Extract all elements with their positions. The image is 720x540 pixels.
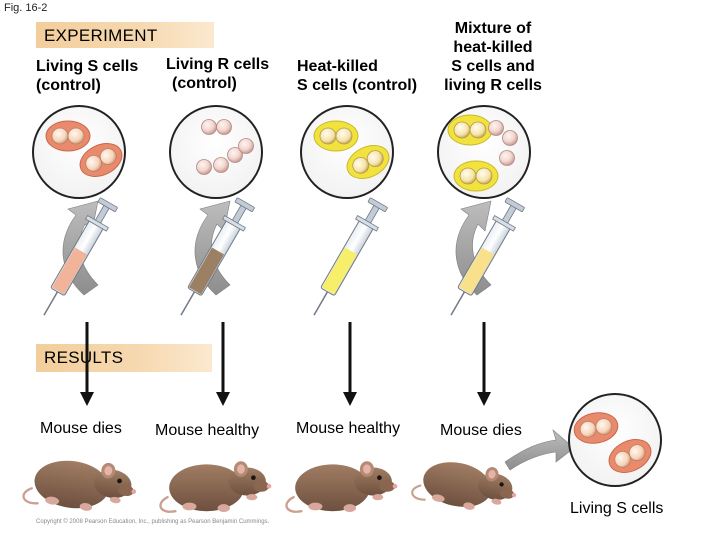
heading-line: S cells (control) — [297, 77, 418, 94]
mouse-dies-2 — [409, 450, 522, 520]
culture-dish-heat-killed — [300, 105, 395, 199]
mouse-healthy-1 — [159, 460, 273, 514]
experiment-title: EXPERIMENT — [44, 26, 158, 45]
syringe-mixture — [450, 197, 525, 316]
arrow-down-1 — [78, 320, 96, 408]
result-mixture: Mouse dies — [440, 422, 522, 439]
arrow-down-3 — [341, 320, 359, 408]
results-title: RESULTS — [44, 348, 124, 367]
recovered-cells-dish — [568, 393, 662, 487]
mouse-dies-1 — [21, 450, 141, 519]
heading-line: Mixture of — [454, 20, 532, 37]
syringe-fill — [188, 247, 225, 295]
culture-dish-living-s — [32, 105, 128, 199]
syringe-living-r — [180, 197, 255, 316]
result-heat-killed: Mouse healthy — [296, 420, 401, 437]
result-living-r: Mouse healthy — [155, 422, 260, 439]
syringe-living-s — [43, 197, 118, 316]
copyright-notice: Copyright © 2008 Pearson Education, Inc.… — [36, 519, 270, 525]
culture-dish-living-r — [169, 105, 263, 199]
syringe-fill — [321, 247, 358, 295]
results-banner: RESULTS — [36, 344, 212, 372]
column-heading-living-s: Living S cells (control) — [36, 57, 138, 95]
arrow-down-2 — [214, 320, 232, 408]
column-heading-mixture: Mixture of heat-killed S cells and livin… — [432, 19, 554, 95]
heading-line: (control) — [172, 75, 237, 92]
heading-line: heat-killed — [453, 39, 533, 56]
mouse-healthy-2 — [285, 460, 399, 514]
figure-label: Fig. 16-2 — [4, 2, 48, 14]
recovered-cells-label: Living S cells — [570, 500, 664, 517]
heading-line: living R cells — [444, 77, 542, 94]
heading-line: Heat-killed — [297, 58, 378, 75]
syringe-fill — [51, 247, 88, 295]
heading-line: Living S cells — [36, 58, 139, 75]
experiment-banner: EXPERIMENT — [36, 22, 214, 48]
heading-line: Living R cells — [166, 56, 270, 73]
recovery-arrow — [504, 429, 575, 471]
culture-dish-mixture — [437, 105, 531, 199]
heading-line: (control) — [36, 77, 101, 94]
result-living-s: Mouse dies — [40, 420, 122, 437]
syringe-heat-killed — [313, 197, 388, 316]
arrow-down-4 — [475, 320, 493, 408]
column-heading-living-r: Living R cells (control) — [166, 55, 269, 93]
syringe-fill — [458, 247, 495, 295]
heading-line: S cells and — [451, 58, 535, 75]
column-heading-heat-killed: Heat-killed S cells (control) — [297, 57, 417, 95]
